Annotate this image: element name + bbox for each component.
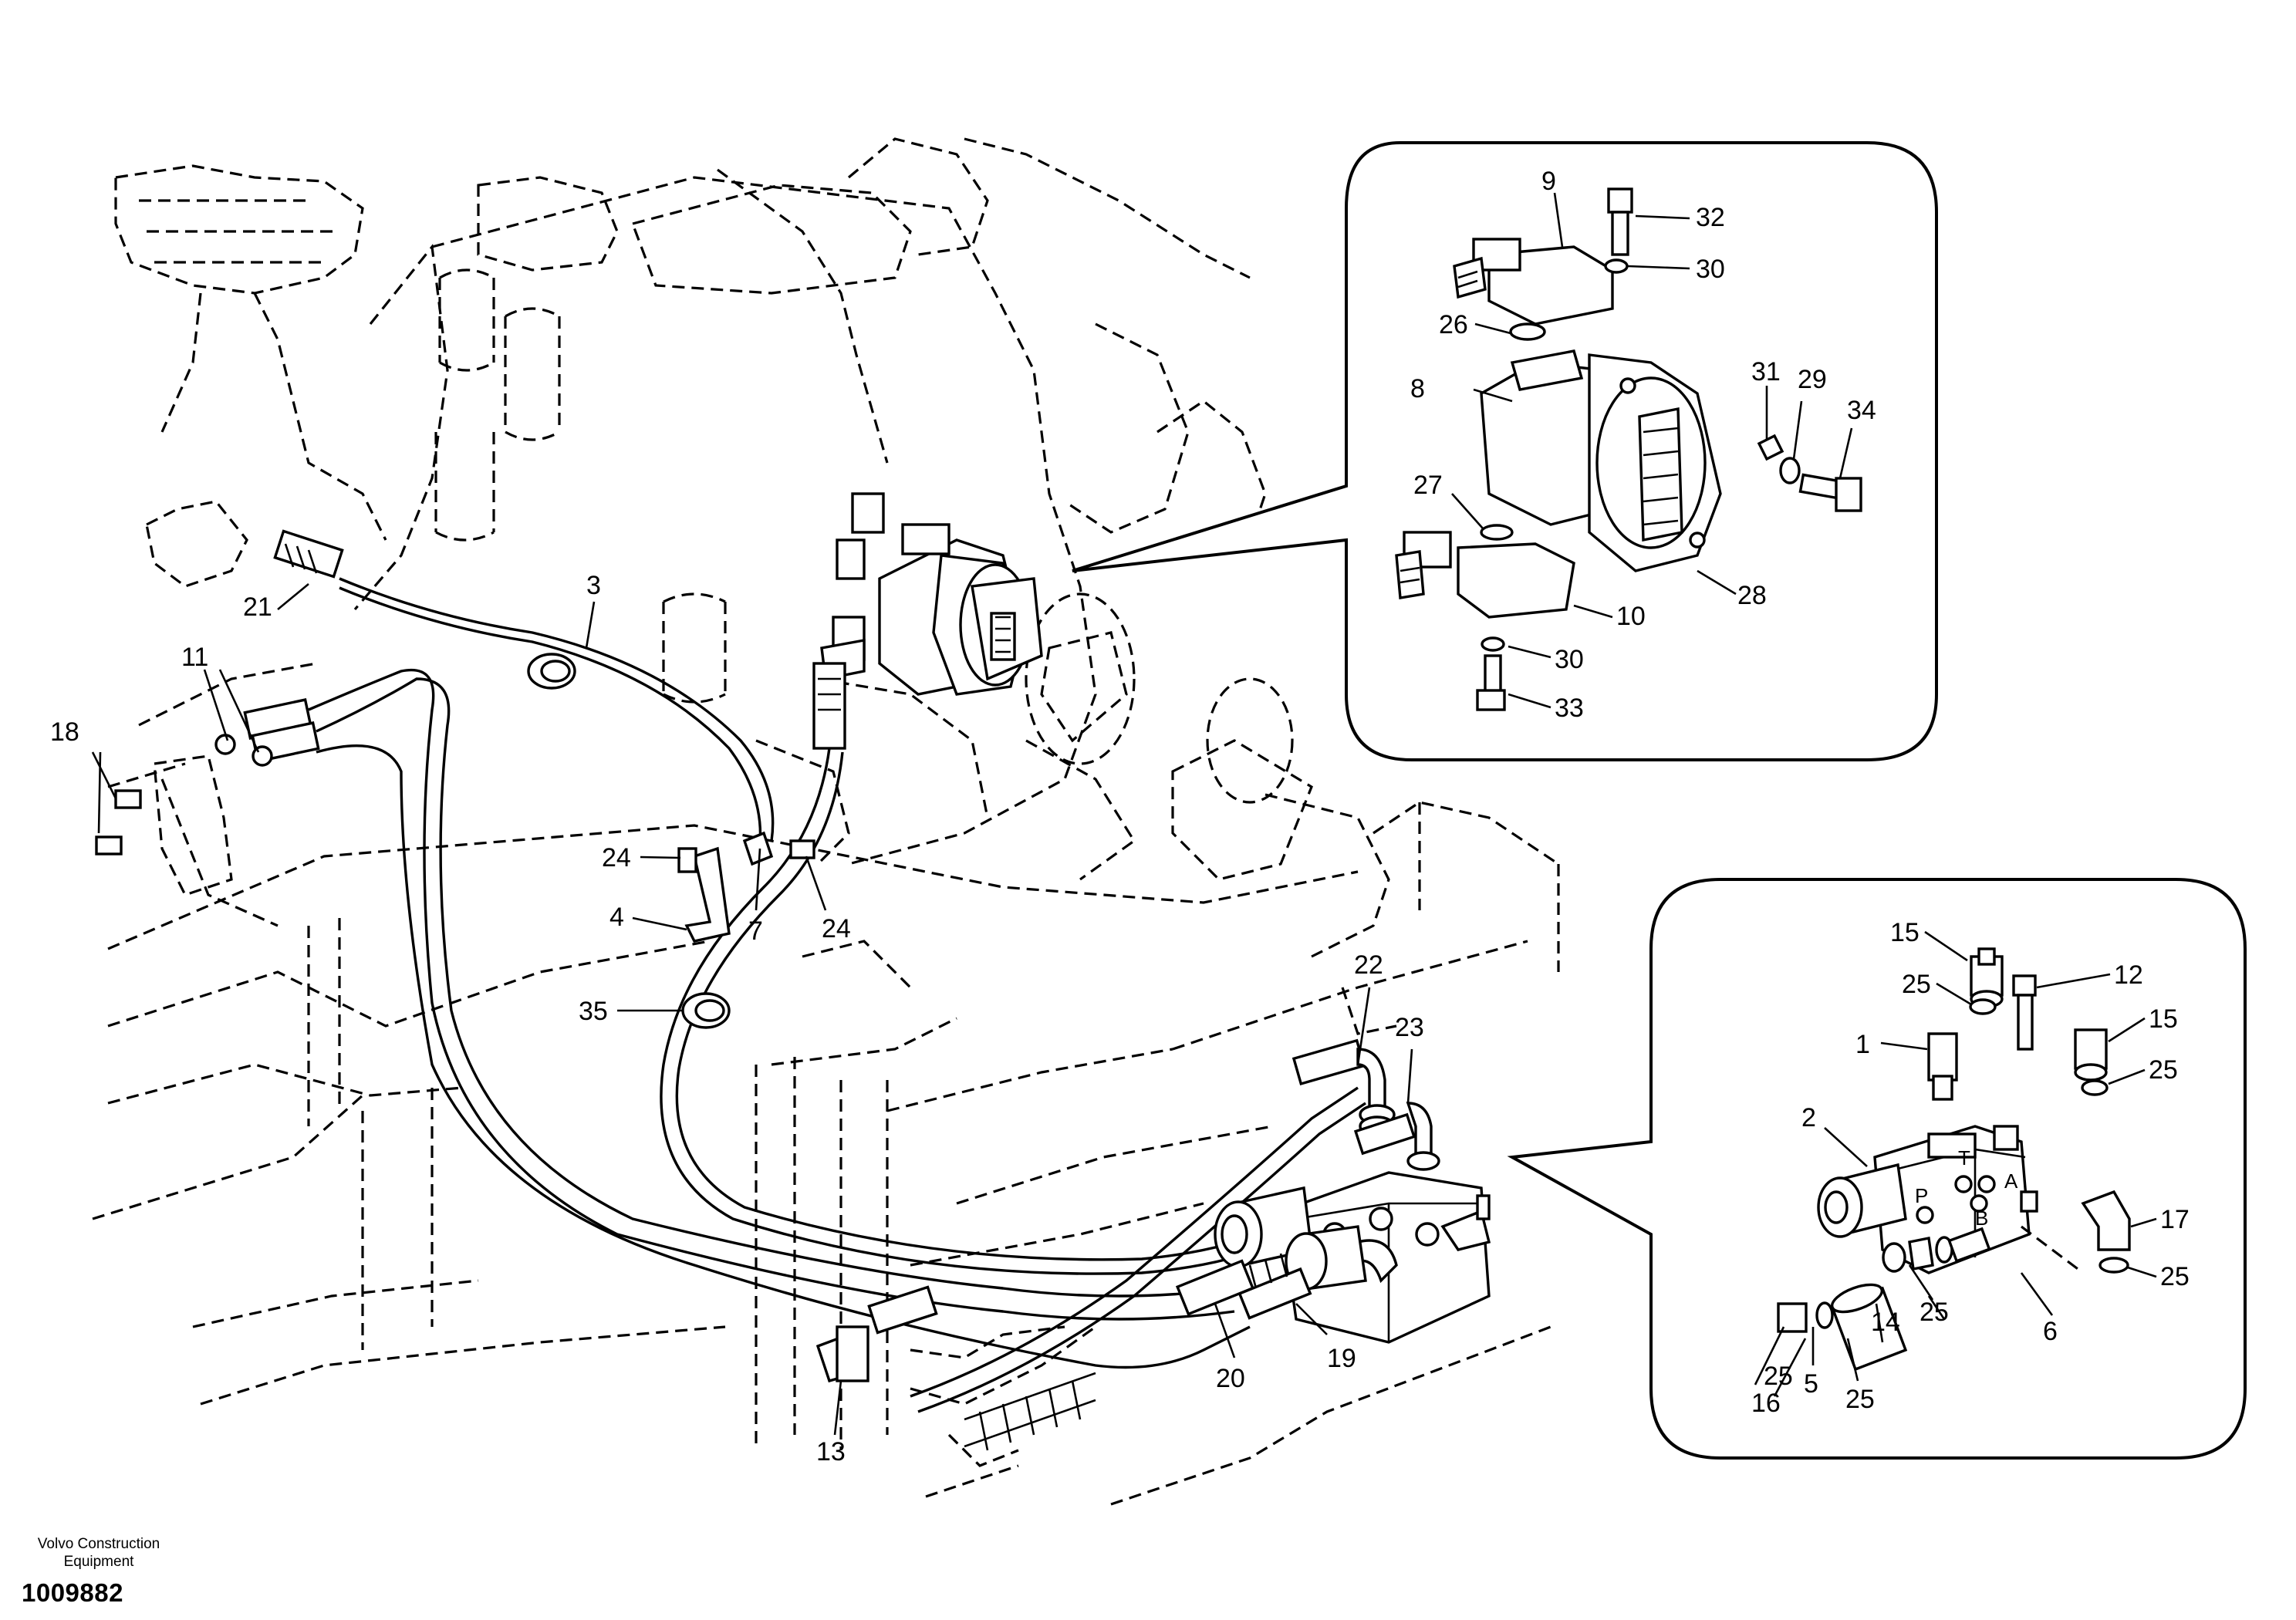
port-label-a: A xyxy=(2004,1169,2018,1193)
small-parts xyxy=(95,653,815,1029)
callout-number: 5 xyxy=(1804,1369,1818,1399)
callout-number: 8 xyxy=(1410,374,1425,403)
callout-number: 21 xyxy=(243,592,272,622)
pump-detail-callout xyxy=(1072,141,1938,761)
callout-number: 10 xyxy=(1616,602,1646,631)
callout-number: 31 xyxy=(1751,357,1781,386)
callout-number: 34 xyxy=(1847,396,1876,425)
callout-number: 17 xyxy=(2160,1205,2190,1234)
callout-number: 16 xyxy=(1751,1389,1781,1418)
callout-number: 3 xyxy=(586,571,601,600)
callout-number: 30 xyxy=(1696,255,1725,284)
callout-number: 33 xyxy=(1555,694,1584,723)
callout-number: 26 xyxy=(1439,310,1468,339)
hydraulic-pump xyxy=(812,492,1043,750)
hose-routing xyxy=(243,529,1440,1413)
callout-number: 13 xyxy=(816,1437,846,1466)
main-leaders xyxy=(91,582,1413,1436)
callout-number: 2 xyxy=(1801,1103,1816,1132)
callout-number: 15 xyxy=(2149,1004,2178,1034)
callout-number: 32 xyxy=(1696,203,1725,232)
callout-number: 4 xyxy=(609,903,624,932)
callout-number: 15 xyxy=(1890,918,1920,947)
port-label-b: B xyxy=(1975,1207,1988,1230)
control-valve-block xyxy=(1175,1171,1491,1344)
callout-number: 24 xyxy=(602,843,631,872)
callout-number: 25 xyxy=(1764,1362,1793,1391)
callout-number: 22 xyxy=(1354,950,1383,980)
callout-number: 24 xyxy=(822,914,851,943)
main-view-numbers: 21 3 11 18 24 4 7 24 35 22 23 20 19 13 xyxy=(50,571,1424,1466)
callout-number: 20 xyxy=(1216,1364,1245,1393)
callout-number: 18 xyxy=(50,717,79,747)
callout-number: 25 xyxy=(1845,1385,1875,1414)
callout-number: 1 xyxy=(1855,1030,1870,1059)
drawing-number: 1009882 xyxy=(22,1578,123,1607)
callout-number: 25 xyxy=(1902,970,1931,999)
port-labels: T P A B xyxy=(1915,1146,2018,1230)
callout-number: 14 xyxy=(1871,1308,1900,1337)
valve-detail-numbers: 15 25 12 1 15 25 2 17 25 6 5 14 25 25 16… xyxy=(1751,918,2190,1418)
callout-number: 25 xyxy=(2149,1055,2178,1085)
valve-detail-callout xyxy=(1507,878,2247,1460)
callout-number: 12 xyxy=(2114,960,2143,990)
callout-number: 11 xyxy=(181,643,208,672)
callout-number: 7 xyxy=(748,916,763,946)
callout-number: 25 xyxy=(2160,1262,2190,1291)
callout-number: 35 xyxy=(579,997,608,1026)
port-label-t: T xyxy=(1958,1146,1970,1169)
brand-name: Volvo Construction Equipment xyxy=(37,1536,160,1570)
callout-number: 23 xyxy=(1395,1013,1424,1042)
callout-number: 29 xyxy=(1798,365,1827,394)
machine-outline xyxy=(92,137,1560,1506)
callout-number: 9 xyxy=(1541,167,1556,196)
pump-detail-numbers: 9 32 30 26 8 31 29 34 27 28 10 30 33 xyxy=(1410,167,1876,723)
port-label-p: P xyxy=(1915,1184,1928,1207)
callout-number: 6 xyxy=(2043,1317,2058,1346)
callout-number: 19 xyxy=(1327,1344,1356,1373)
callout-number: 27 xyxy=(1413,471,1443,500)
callout-number: 28 xyxy=(1737,581,1767,610)
callout-number: 30 xyxy=(1555,645,1584,674)
callout-number: 25 xyxy=(1920,1298,1949,1327)
